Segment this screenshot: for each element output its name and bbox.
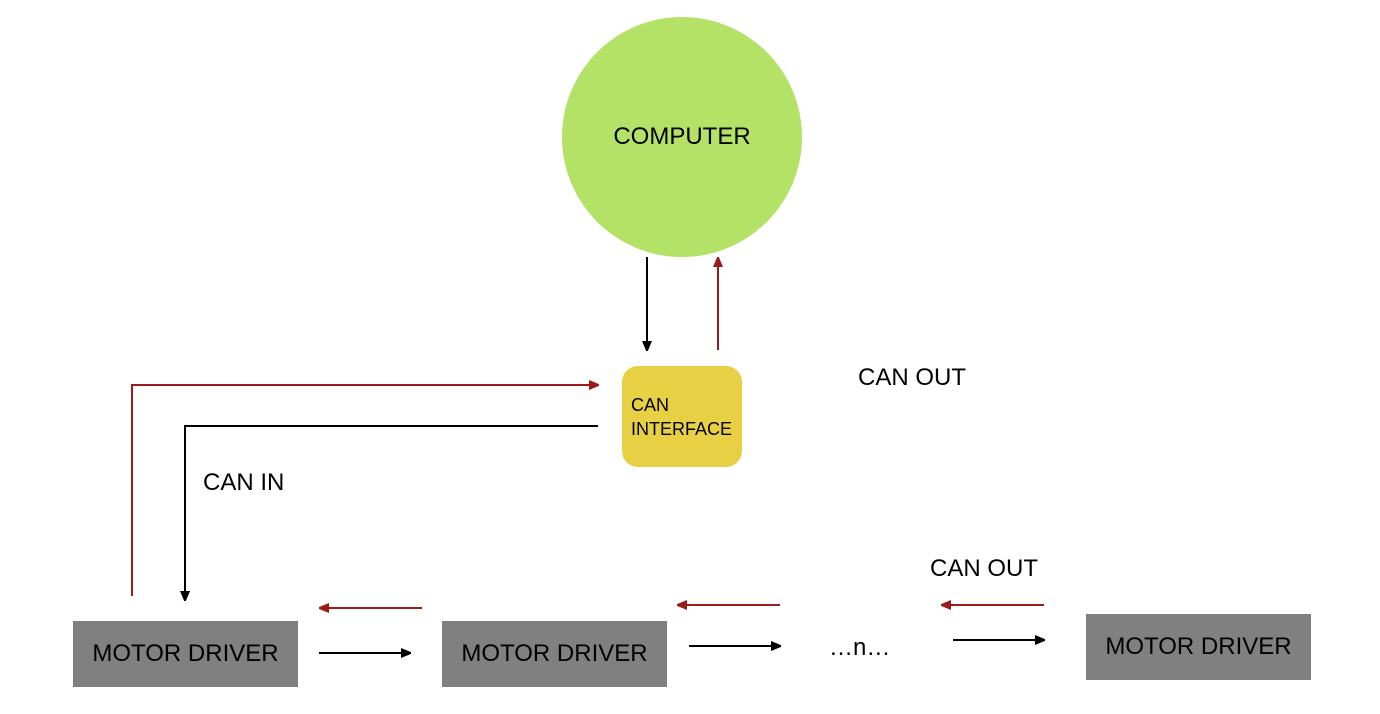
motor-driver-1: MOTOR DRIVER <box>73 621 298 687</box>
motor-driver-n: MOTOR DRIVER <box>1086 614 1311 680</box>
computer-label: COMPUTER <box>613 123 751 150</box>
can-out-bottom-label: CAN OUT <box>930 555 1038 582</box>
ellipsis-n-label: …n… <box>829 634 891 661</box>
computer-node: COMPUTER <box>562 17 802 257</box>
can-interface-node: CAN INTERFACE <box>622 366 742 467</box>
motor-driver-n-label: MOTOR DRIVER <box>1105 633 1292 660</box>
can-interface-label-line2: INTERFACE <box>631 418 733 439</box>
motor-driver-2-label: MOTOR DRIVER <box>461 640 648 667</box>
can-out-top-label: CAN OUT <box>858 364 966 391</box>
motor-driver-2: MOTOR DRIVER <box>442 621 667 687</box>
can-interface-label-line1: CAN <box>631 394 670 415</box>
can-in-label: CAN IN <box>203 469 285 496</box>
motor-driver-1-label: MOTOR DRIVER <box>92 640 279 667</box>
arrow-driver-to-interface <box>131 385 598 596</box>
arrow-interface-to-driver <box>185 425 598 600</box>
